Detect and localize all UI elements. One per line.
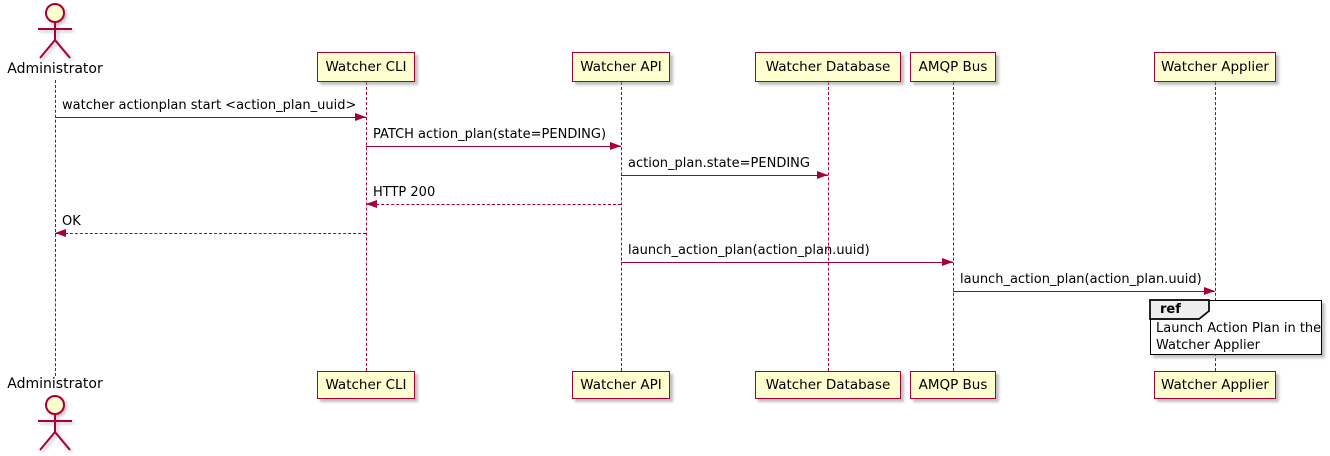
message-arrowhead-4 [55,229,66,237]
ref-keyword: ref [1160,302,1181,317]
participant-top-watcher-database: Watcher Database [755,52,901,82]
message-line-5 [621,262,953,263]
participant-bottom-watcher-cli: Watcher CLI [317,371,415,399]
message-line-2 [621,175,828,176]
participant-top-watcher-applier: Watcher Applier [1154,52,1276,82]
message-label-2: action_plan.state=PENDING [628,156,810,171]
lifeline-administrator [54,80,56,376]
message-label-5: launch_action_plan(action_plan.uuid) [628,243,870,258]
message-arrowhead-1 [610,142,621,150]
message-label-3: HTTP 200 [373,185,436,200]
message-arrowhead-6 [1204,287,1215,295]
actor-figure-bottom-administrator [32,394,78,456]
participant-top-watcher-cli: Watcher CLI [317,52,415,82]
message-line-6 [953,291,1215,292]
participant-bottom-watcher-applier: Watcher Applier [1154,371,1276,399]
message-label-4: OK [62,214,81,229]
participant-bottom-watcher-api: Watcher API [572,371,670,399]
ref-text-line: Launch Action Plan in the [1156,321,1322,336]
message-label-0: watcher actionplan start <action_plan_uu… [62,98,357,113]
lifeline-watcher-database [827,82,829,371]
lifeline-watcher-cli [365,82,367,371]
actor-figure-top-administrator [32,2,78,64]
message-label-6: launch_action_plan(action_plan.uuid) [960,272,1202,287]
message-line-3 [366,204,621,205]
participant-bottom-amqp-bus: AMQP Bus [910,371,996,399]
message-arrowhead-3 [366,200,377,208]
actor-label-top-administrator: Administrator [7,61,103,77]
actor-label-bottom-administrator: Administrator [7,376,103,392]
lifeline-watcher-applier [1214,82,1216,371]
message-arrowhead-5 [942,258,953,266]
lifeline-watcher-api [620,82,622,371]
message-label-1: PATCH action_plan(state=PENDING) [373,127,607,142]
message-line-1 [366,146,621,147]
message-arrowhead-0 [355,113,366,121]
lifeline-amqp-bus [952,82,954,371]
ref-tab-pentagon [1149,299,1211,324]
participant-top-watcher-api: Watcher API [572,52,670,82]
message-line-4 [55,233,366,234]
message-line-0 [55,117,366,118]
participant-top-amqp-bus: AMQP Bus [910,52,996,82]
message-arrowhead-2 [817,171,828,179]
ref-text-line: Watcher Applier [1156,338,1260,353]
participant-bottom-watcher-database: Watcher Database [755,371,901,399]
